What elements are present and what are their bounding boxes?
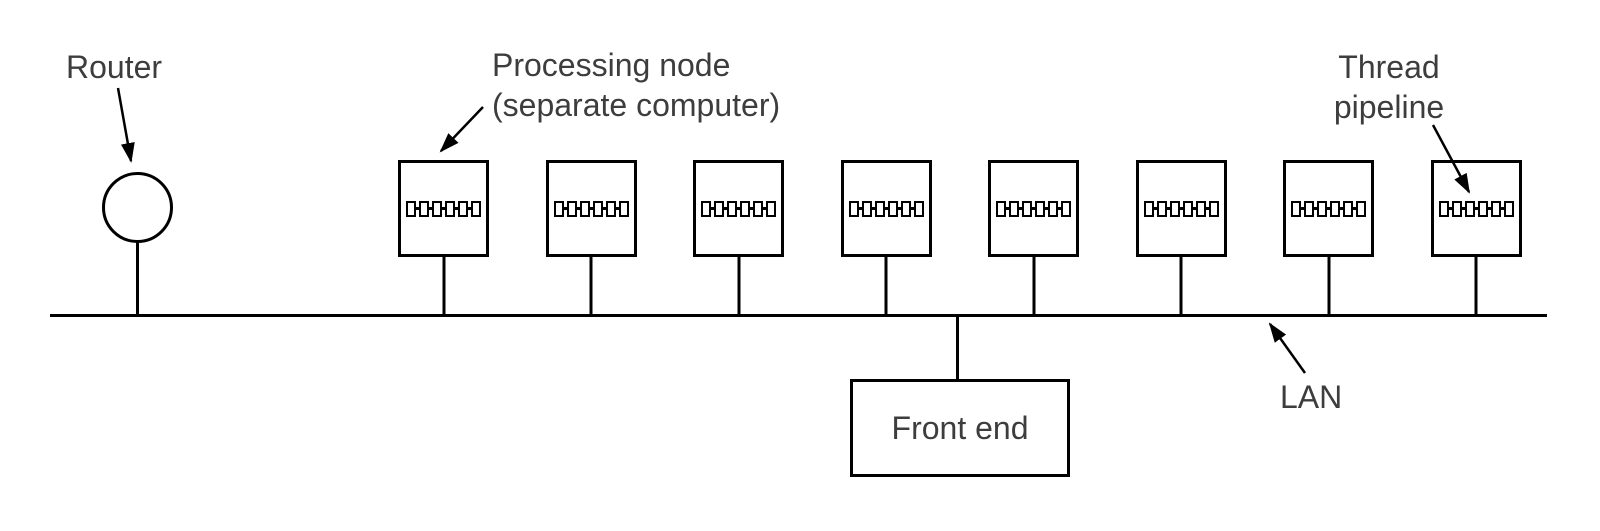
thread-pipeline-icon [406, 200, 481, 217]
router-node [102, 172, 173, 243]
lan-arrow [1268, 322, 1307, 374]
processing-node-label: Processing node (separate computer) [492, 45, 780, 125]
processing-node-arrow [439, 106, 484, 153]
processing-node [1283, 160, 1374, 317]
router-lan-connector [136, 240, 139, 317]
processing-node [1430, 160, 1522, 317]
thread-pipeline-label-line2: pipeline [1333, 89, 1445, 125]
node-lan-connector [442, 254, 445, 317]
node-lan-connector [1327, 254, 1330, 317]
node-lan-connector [737, 254, 740, 317]
router-arrow [116, 87, 135, 163]
processing-node [840, 160, 932, 317]
processing-node [693, 160, 784, 317]
front-end-label: Front end [891, 409, 1029, 446]
thread-pipeline-icon [848, 200, 924, 217]
thread-pipeline-label-line1: Thread [1338, 49, 1440, 85]
thread-pipeline-icon [996, 200, 1071, 217]
thread-pipeline-icon [701, 200, 776, 217]
processing-node-label-line2: (separate computer) [492, 87, 781, 123]
lan-bus-line [50, 314, 1547, 317]
node-lan-connector [589, 254, 593, 317]
node-lan-connector [1032, 254, 1035, 317]
thread-pipeline-label: Thread pipeline [1309, 47, 1469, 127]
node-lan-connector [1179, 254, 1183, 317]
processing-node-label-line1: Processing node [492, 47, 731, 83]
front-end-box: Front end [850, 379, 1070, 477]
node-lan-connector [884, 254, 888, 317]
processing-node [988, 160, 1079, 317]
router-label: Router [66, 49, 163, 85]
lan-label: LAN [1280, 379, 1343, 415]
processing-node [1135, 160, 1227, 317]
thread-pipeline-icon [1438, 200, 1514, 217]
thread-pipeline-icon [553, 200, 629, 217]
thread-pipeline-icon [1143, 200, 1219, 217]
thread-pipeline-icon [1291, 200, 1366, 217]
front-end-lan-connector [956, 315, 959, 381]
node-lan-connector [1474, 254, 1478, 317]
processing-node [398, 160, 489, 317]
processing-node [545, 160, 637, 317]
